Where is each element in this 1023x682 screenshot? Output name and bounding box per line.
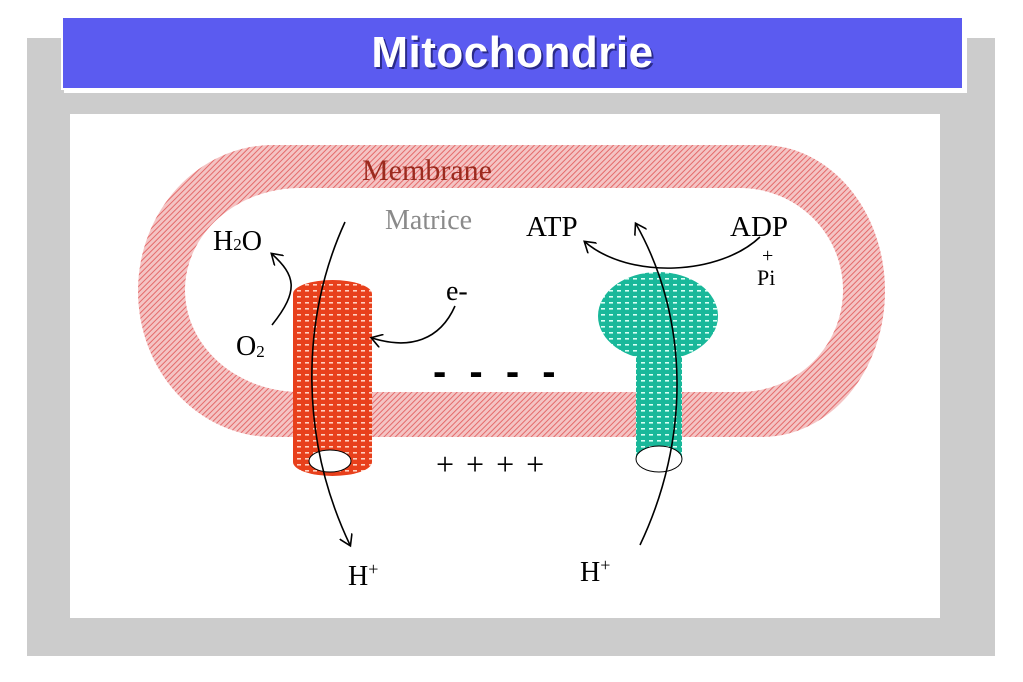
electron-label: e- [446, 276, 468, 307]
phosphate-label: Pi [757, 265, 775, 290]
positive-charges: + + + + [436, 446, 546, 482]
proton-return-arrow [636, 224, 678, 546]
water-label: H2O [213, 226, 262, 257]
slide-title: Mitochondrie [371, 28, 654, 77]
oxygen-to-water-arrow [272, 254, 292, 326]
proton-label-right: H+ [580, 555, 610, 588]
adp-label: ADP [730, 211, 788, 243]
plus-label: + [762, 245, 773, 267]
membrane-ring [138, 145, 885, 437]
title-bar: Mitochondrie [61, 16, 964, 90]
respiratory-complex [293, 280, 372, 476]
atp-label: ATP [526, 211, 578, 243]
matrix-label: Matrice [385, 205, 472, 236]
negative-charges: - - - - [433, 350, 562, 394]
proton-label-left: H+ [348, 559, 378, 592]
adp-to-atp-arrow [585, 236, 761, 269]
membrane-label: Membrane [362, 154, 492, 187]
proton-pump-arrow [311, 221, 350, 545]
oxygen-label: O2 [236, 331, 265, 362]
electron-arrow [372, 305, 456, 343]
atp-synthase [598, 272, 718, 473]
